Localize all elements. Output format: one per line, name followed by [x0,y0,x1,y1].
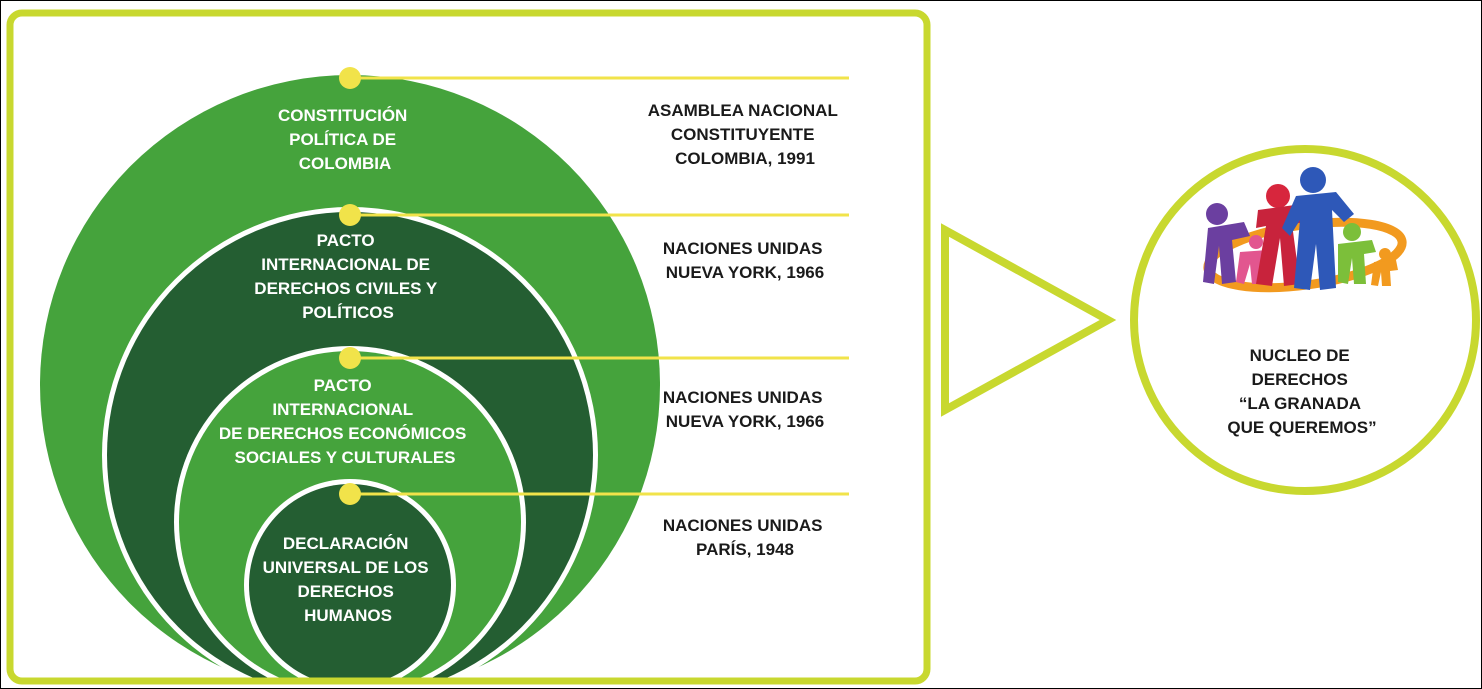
logo-purple-head [1206,203,1228,225]
label-pacto-civiles-line: INTERNACIONAL DE [261,255,430,274]
label-pacto-civiles-line: PACTO [317,231,375,250]
ring-labels: CONSTITUCIÓN POLÍTICA DE COLOMBIA PACTO … [219,106,471,625]
logo-blue-body [1282,192,1354,290]
label-pacto-economicos-line: INTERNACIONAL [272,400,412,419]
source-declaracion-line: NACIONES UNIDAS [663,516,823,535]
logo-purple-body [1203,222,1250,284]
nucleo-label-line: DERECHOS [1251,370,1347,389]
logo-green-body [1338,240,1376,284]
logo-pink-head [1249,235,1263,249]
label-constitucion-line: COLOMBIA [299,154,392,173]
source-constitucion-line: ASAMBLEA NACIONAL [648,101,838,120]
connector-dot-pacto-civiles [339,204,361,226]
label-declaracion-line: DERECHOS [297,582,393,601]
label-pacto-economicos-line: DE DERECHOS ECONÓMICOS [219,424,466,443]
label-pacto-civiles-line: DERECHOS CIVILES Y [254,279,438,298]
source-constitucion: ASAMBLEA NACIONAL CONSTITUYENTE COLOMBIA… [648,101,843,168]
logo-orange-head [1379,248,1391,260]
circle-declaracion-fill [249,484,451,681]
label-constitucion: CONSTITUCIÓN POLÍTICA DE COLOMBIA [278,106,412,173]
nucleo-label-line: NUCLEO DE [1250,346,1350,365]
nucleo-label-line: “LA GRANADA [1239,394,1361,413]
source-constitucion-line: COLOMBIA, 1991 [675,149,815,168]
source-declaracion: NACIONES UNIDAS PARÍS, 1948 [663,516,827,559]
connector-dot-pacto-economicos [339,347,361,369]
logo-blue-head [1300,167,1326,193]
label-declaracion-line: DECLARACIÓN [283,534,409,553]
label-pacto-economicos: PACTO INTERNACIONAL DE DERECHOS ECONÓMIC… [219,376,471,467]
source-pacto-economicos-line: NACIONES UNIDAS [663,388,823,407]
source-declaracion-line: PARÍS, 1948 [696,540,794,559]
label-pacto-civiles-line: POLÍTICOS [302,303,394,322]
logo-green-head [1343,223,1361,241]
label-constitucion-line: POLÍTICA DE [289,130,396,149]
source-pacto-economicos: NACIONES UNIDAS NUEVA YORK, 1966 [663,388,827,431]
diagram-panel-outline [6,9,931,685]
source-pacto-economicos-line: NUEVA YORK, 1966 [666,412,824,431]
label-declaracion: DECLARACIÓN UNIVERSAL DE LOS DERECHOS HU… [263,534,434,625]
nucleo-label: NUCLEO DE DERECHOS “LA GRANADA QUE QUERE… [1227,346,1376,437]
label-pacto-economicos-line: PACTO [314,376,372,395]
nested-circles [40,75,660,681]
logo-red-body [1256,204,1306,286]
source-labels: ASAMBLEA NACIONAL CONSTITUYENTE COLOMBIA… [648,101,843,559]
source-pacto-civiles: NACIONES UNIDAS NUEVA YORK, 1966 [663,239,827,282]
families-logo-icon [1203,167,1407,293]
connector-dot-declaracion [339,483,361,505]
logo-red-head [1266,184,1290,208]
source-pacto-civiles-line: NACIONES UNIDAS [663,239,823,258]
logo-orange-body [1371,260,1398,286]
source-pacto-civiles-line: NUEVA YORK, 1966 [666,263,824,282]
label-declaracion-line: HUMANOS [304,606,392,625]
nucleo-label-line: QUE QUEREMOS” [1227,418,1376,437]
connectors [339,67,849,505]
source-constitucion-line: CONSTITUYENTE [671,125,815,144]
arrow-right-icon [941,223,1117,417]
label-declaracion-line: UNIVERSAL DE LOS [263,558,429,577]
label-pacto-civiles: PACTO INTERNACIONAL DE DERECHOS CIVILES … [254,231,441,322]
connector-dot-constitucion [339,67,361,89]
label-pacto-economicos-line: SOCIALES Y CULTURALES [234,448,455,467]
label-constitucion-line: CONSTITUCIÓN [278,106,407,125]
